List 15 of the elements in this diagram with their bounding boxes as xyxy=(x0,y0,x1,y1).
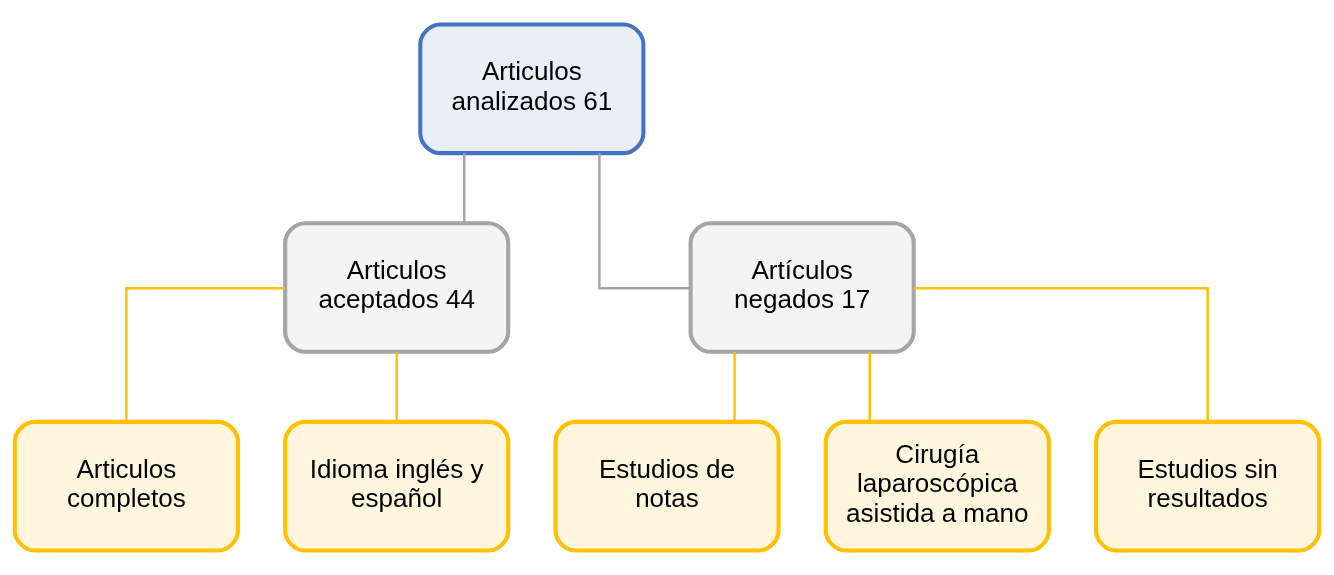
connector xyxy=(914,287,1209,422)
node-box: Idioma inglés y español xyxy=(283,419,511,553)
node-box: Estudios de notas xyxy=(553,419,781,553)
node-box: Articulos analizados 61 xyxy=(418,22,646,156)
node-box: Articulos aceptados 44 xyxy=(283,221,511,354)
node-box: Estudios sin resultados xyxy=(1094,419,1322,553)
connector xyxy=(463,153,466,223)
connector xyxy=(125,287,285,422)
node-box: Cirugía laparoscópica asistida a mano xyxy=(823,419,1051,553)
node-box: Artículos negados 17 xyxy=(688,221,916,354)
connector xyxy=(395,352,398,422)
node-box: Articulos completos xyxy=(12,419,240,553)
connector xyxy=(868,352,871,422)
connector xyxy=(598,153,691,290)
connector xyxy=(733,352,736,422)
